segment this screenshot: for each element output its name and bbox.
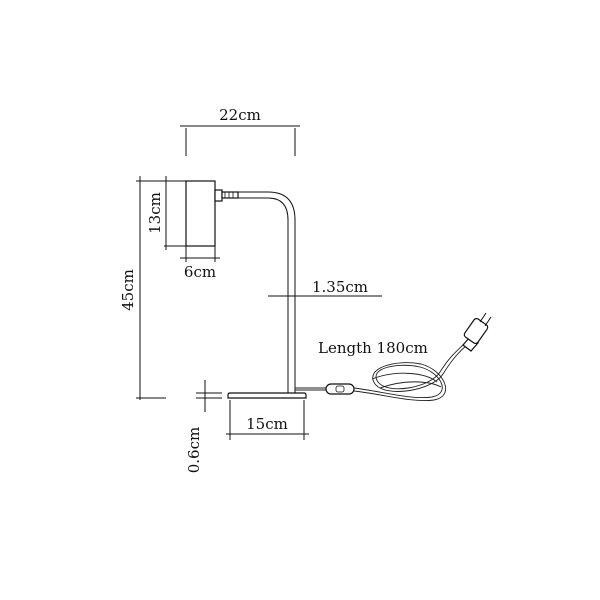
- power-cable: [295, 312, 492, 402]
- plug-icon: [462, 312, 492, 352]
- lamp-head: [185, 180, 239, 247]
- total-height-label: 45cm: [119, 269, 137, 311]
- lamp-head-connector: [221, 191, 239, 199]
- head-depth-label: 6cm: [184, 263, 216, 281]
- dimension-base-width: 15cm: [226, 400, 309, 440]
- head-height-label: 13cm: [146, 192, 164, 234]
- inline-switch: [325, 383, 355, 395]
- lamp-base: [227, 392, 307, 399]
- lamp-arm: [238, 191, 296, 393]
- dimension-base-thickness: 0.6cm: [185, 380, 222, 473]
- dimension-arm-diameter: 1.35cm: [268, 278, 382, 297]
- cable-length-label: Length 180cm: [318, 339, 428, 357]
- lamp-head-body: [185, 180, 216, 247]
- dimension-head-depth: 6cm: [180, 246, 220, 281]
- dimension-head-height: 13cm: [136, 176, 186, 250]
- dimension-head-width: 22cm: [180, 106, 300, 156]
- dimension-total-height: 45cm: [119, 176, 166, 400]
- arm-diameter-label: 1.35cm: [312, 278, 368, 296]
- base-width-label: 15cm: [246, 415, 288, 433]
- base-thickness-label: 0.6cm: [185, 427, 203, 473]
- lamp-head-joint: [214, 189, 223, 202]
- head-width-label: 22cm: [219, 106, 261, 124]
